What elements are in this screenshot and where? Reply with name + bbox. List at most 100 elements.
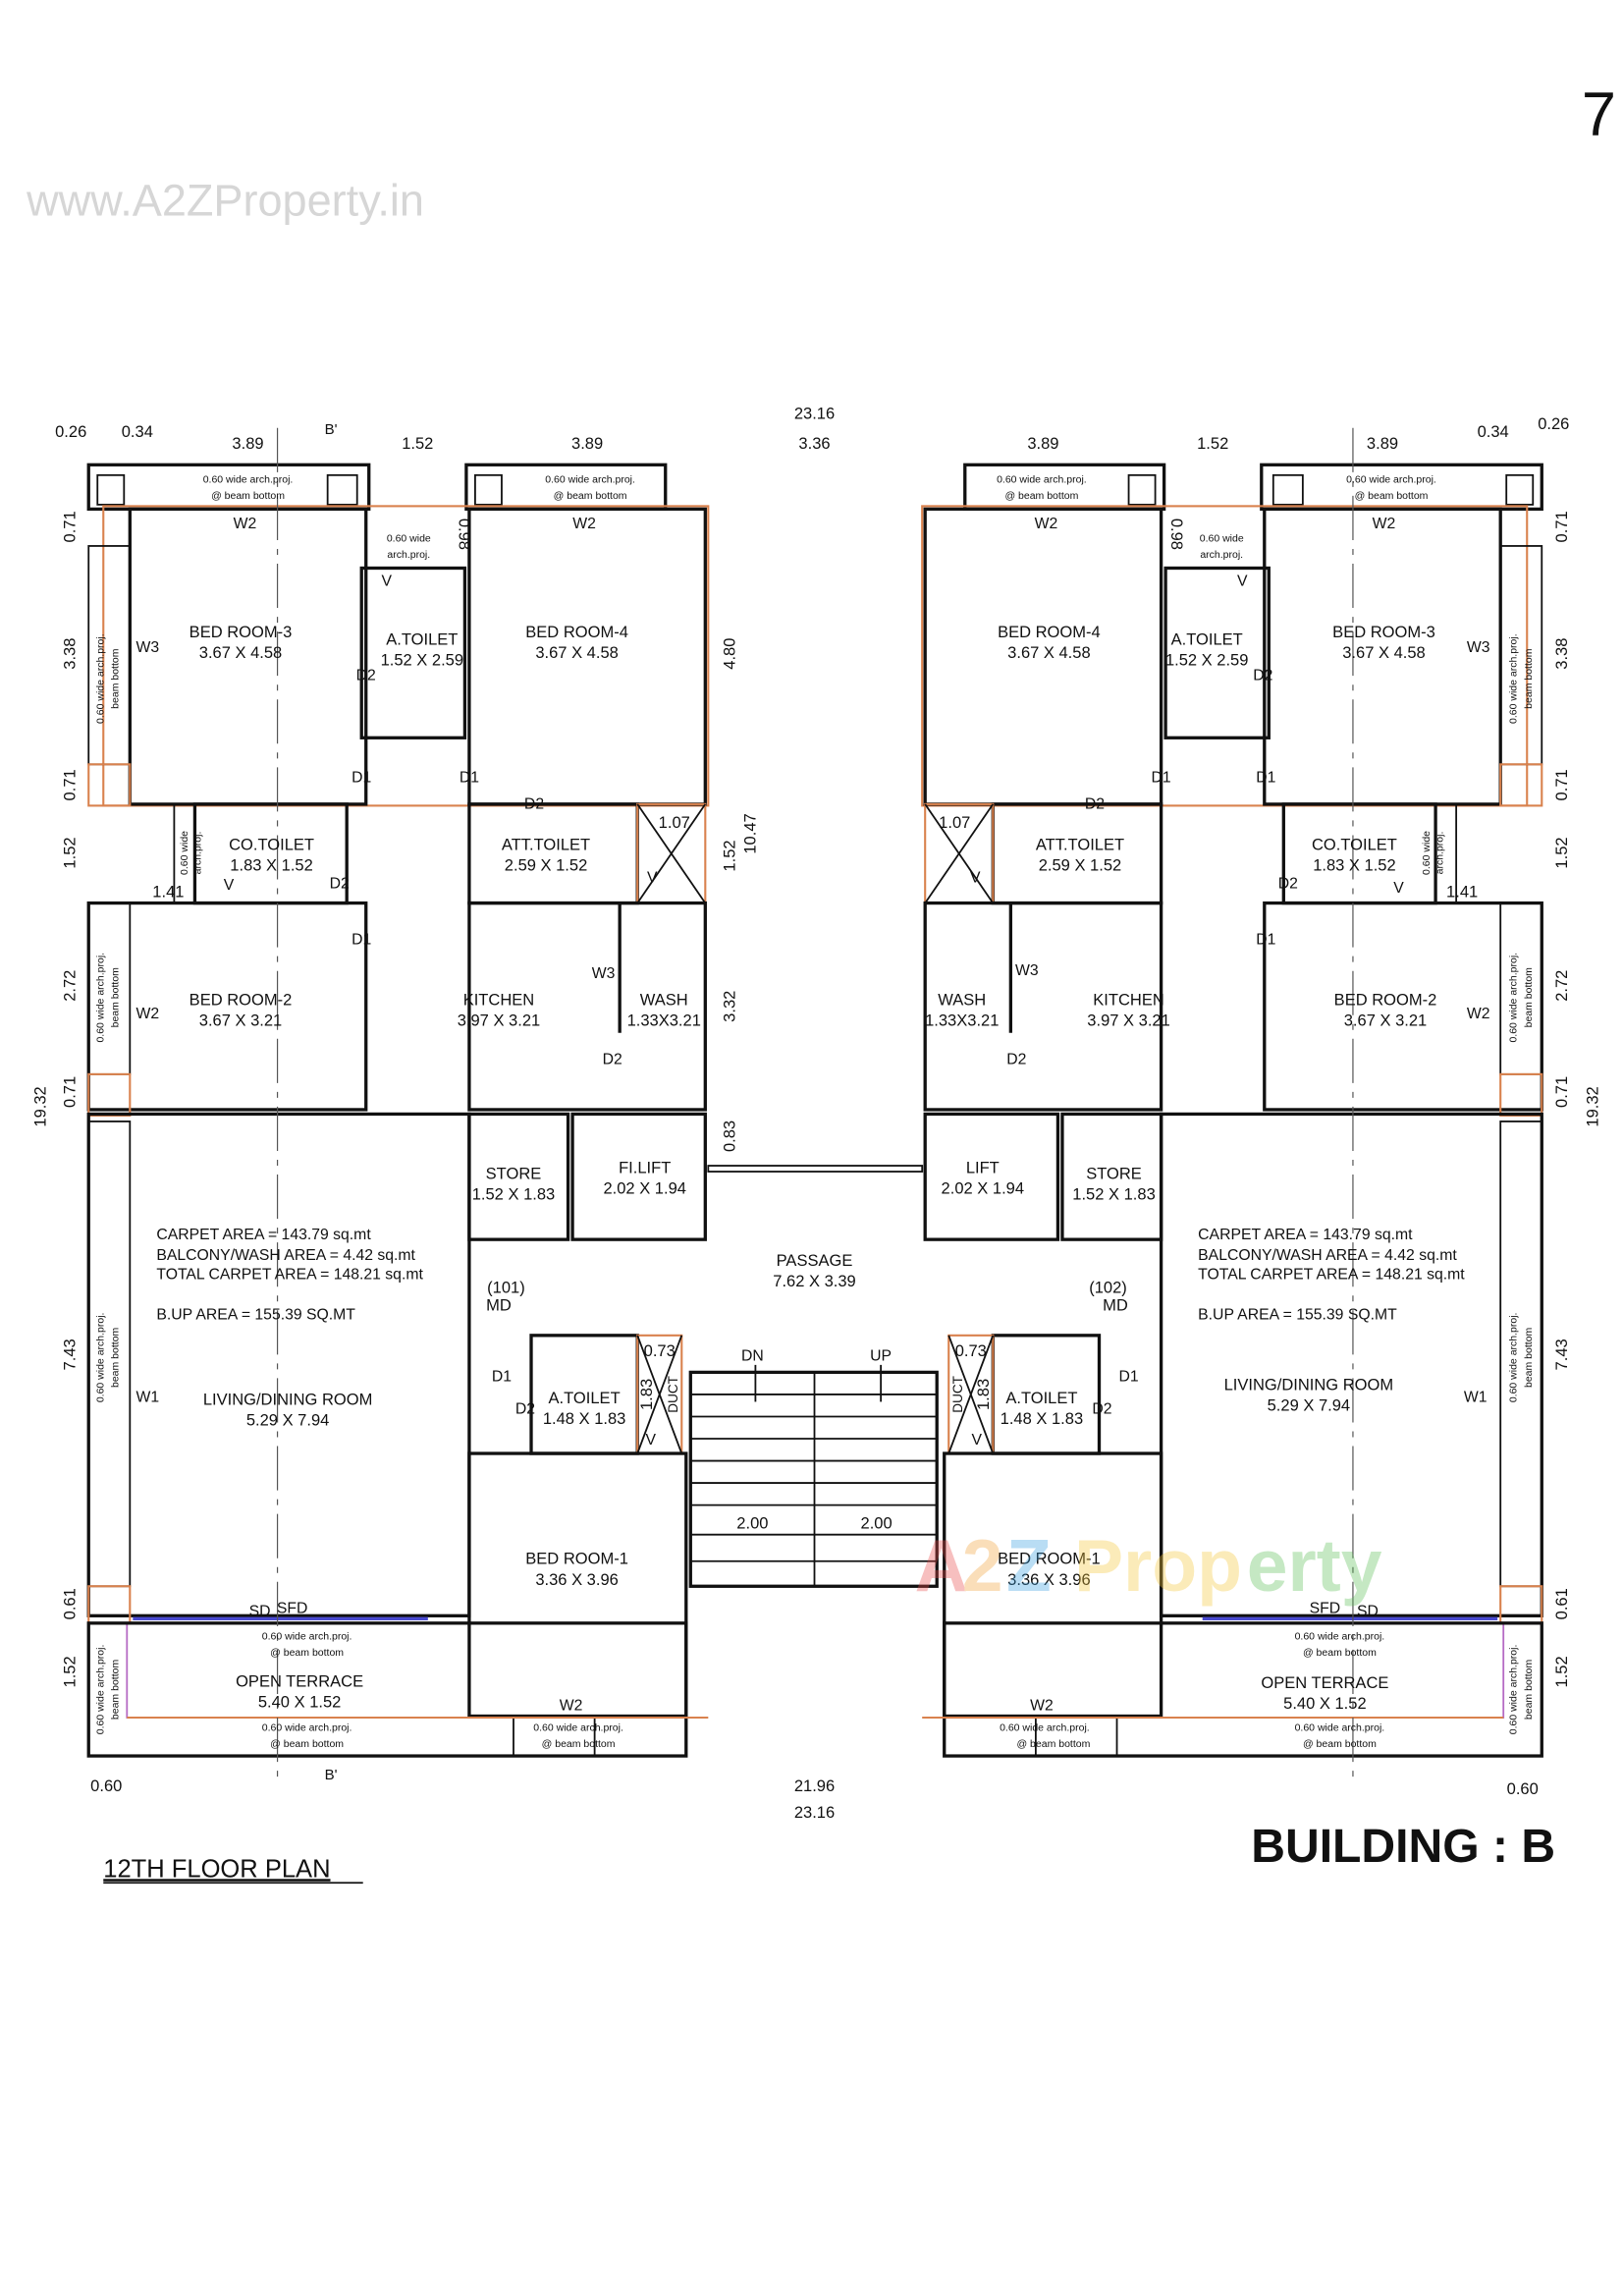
svg-text:0.71: 0.71 xyxy=(61,511,80,542)
center-dimensions: 4.80 10.47 1.52 3.32 0.83 1.07 1.07 0.98… xyxy=(152,519,1478,1533)
svg-text:0.60 wide: 0.60 wide xyxy=(1421,831,1433,875)
svg-text:3.89: 3.89 xyxy=(232,434,263,453)
svg-text:STORE: STORE xyxy=(1086,1165,1142,1183)
room-store: STORE xyxy=(486,1165,542,1183)
svg-text:3.89: 3.89 xyxy=(571,434,603,453)
room-cotoilet: CO.TOILET xyxy=(229,835,314,853)
a2z-logo: A 2 Z Prop erty xyxy=(915,1524,1382,1607)
svg-text:3.67 X 4.58: 3.67 X 4.58 xyxy=(1007,643,1090,662)
svg-text:0.83: 0.83 xyxy=(720,1121,738,1152)
svg-text:0.60 wide arch.proj.: 0.60 wide arch.proj. xyxy=(94,1645,106,1735)
svg-text:@ beam bottom: @ beam bottom xyxy=(270,1647,344,1659)
svg-text:5.40 X 1.52: 5.40 X 1.52 xyxy=(258,1692,341,1711)
svg-text:BED ROOM-2: BED ROOM-2 xyxy=(1334,990,1437,1009)
svg-text:DN: DN xyxy=(741,1347,764,1364)
svg-text:SFD: SFD xyxy=(277,1600,308,1616)
svg-text:2.59 X 1.52: 2.59 X 1.52 xyxy=(505,856,587,875)
svg-text:0.60 wide: 0.60 wide xyxy=(387,532,431,544)
svg-text:0.60: 0.60 xyxy=(90,1777,122,1795)
svg-text:D2: D2 xyxy=(1085,795,1105,812)
svg-text:2.02 X 1.94: 2.02 X 1.94 xyxy=(942,1179,1024,1198)
svg-text:W2: W2 xyxy=(234,516,257,532)
svg-text:0.98: 0.98 xyxy=(1167,519,1186,550)
right-dimensions: 0.71 3.38 0.71 1.52 2.72 0.71 19.32 7.43… xyxy=(1552,511,1602,1687)
svg-text:0.26: 0.26 xyxy=(55,422,86,441)
svg-text:2.72: 2.72 xyxy=(1552,970,1571,1002)
svg-text:1.33X3.21: 1.33X3.21 xyxy=(627,1011,701,1029)
svg-text:1.83 X 1.52: 1.83 X 1.52 xyxy=(1313,856,1395,875)
svg-text:0.60 wide arch.proj.: 0.60 wide arch.proj. xyxy=(262,1722,352,1734)
svg-text:W2: W2 xyxy=(136,1006,160,1022)
svg-text:4.80: 4.80 xyxy=(720,638,738,670)
svg-text:0.60 wide arch.proj.: 0.60 wide arch.proj. xyxy=(1000,1722,1090,1734)
svg-text:LIVING/DINING ROOM: LIVING/DINING ROOM xyxy=(1224,1375,1394,1394)
svg-text:TOTAL CARPET AREA = 148.21 sq.: TOTAL CARPET AREA = 148.21 sq.mt xyxy=(1198,1267,1465,1284)
svg-text:@ beam bottom: @ beam bottom xyxy=(270,1738,344,1750)
svg-text:1.52: 1.52 xyxy=(402,434,433,453)
svg-text:3.89: 3.89 xyxy=(1027,434,1058,453)
svg-text:D1: D1 xyxy=(492,1368,512,1385)
svg-text:0.60 wide arch.proj.: 0.60 wide arch.proj. xyxy=(1295,1630,1385,1642)
svg-text:1.83: 1.83 xyxy=(974,1379,993,1410)
svg-text:0.71: 0.71 xyxy=(1552,769,1571,800)
svg-text:ATT.TOILET: ATT.TOILET xyxy=(1036,835,1124,853)
svg-text:CARPET AREA = 143.79 sq.mt: CARPET AREA = 143.79 sq.mt xyxy=(156,1227,371,1243)
svg-text:@ beam bottom: @ beam bottom xyxy=(1016,1738,1090,1750)
svg-text:W2: W2 xyxy=(560,1697,583,1714)
svg-text:beam bottom: beam bottom xyxy=(109,648,121,709)
svg-text:D1: D1 xyxy=(352,932,371,949)
svg-text:D2: D2 xyxy=(1278,876,1298,893)
svg-text:beam bottom: beam bottom xyxy=(1523,648,1535,709)
svg-text:3.36 X 3.96: 3.36 X 3.96 xyxy=(1007,1570,1090,1589)
projection-notes: 0.60 wide arch.proj. @ beam bottom 0.60 w… xyxy=(94,473,1534,1750)
svg-text:0.60 wide: 0.60 wide xyxy=(1200,532,1244,544)
svg-text:MD: MD xyxy=(1103,1295,1128,1314)
unit-walls xyxy=(86,427,710,1778)
svg-text:beam bottom: beam bottom xyxy=(1523,967,1535,1028)
svg-text:19.32: 19.32 xyxy=(31,1086,50,1126)
svg-text:1.52: 1.52 xyxy=(1197,434,1228,453)
svg-text:erty: erty xyxy=(1247,1524,1382,1607)
svg-text:CO.TOILET: CO.TOILET xyxy=(1312,835,1397,853)
svg-text:2.02 X 1.94: 2.02 X 1.94 xyxy=(603,1179,685,1198)
building-label: BUILDING : B xyxy=(1251,1820,1555,1873)
svg-text:1.52: 1.52 xyxy=(61,1656,80,1687)
svg-text:B.UP AREA = 155.39 SQ.MT: B.UP AREA = 155.39 SQ.MT xyxy=(156,1306,355,1323)
svg-text:0.73: 0.73 xyxy=(955,1341,987,1360)
room-living: LIVING/DINING ROOM xyxy=(203,1390,373,1408)
svg-text:beam bottom: beam bottom xyxy=(1523,1327,1535,1388)
svg-text:0.60 wide arch.proj.: 0.60 wide arch.proj. xyxy=(997,473,1087,485)
room-kitchen: KITCHEN xyxy=(463,990,535,1009)
svg-text:3.38: 3.38 xyxy=(1552,638,1571,670)
svg-text:MD: MD xyxy=(486,1295,512,1314)
svg-text:0.60 wide arch.proj.: 0.60 wide arch.proj. xyxy=(262,1630,352,1642)
svg-text:0.60 wide: 0.60 wide xyxy=(179,831,190,875)
svg-text:0.60 wide arch.proj.: 0.60 wide arch.proj. xyxy=(1508,1645,1520,1735)
svg-text:7.62 X 3.39: 7.62 X 3.39 xyxy=(773,1272,855,1290)
svg-text:3.89: 3.89 xyxy=(1367,434,1398,453)
room-passage: PASSAGE xyxy=(777,1251,853,1270)
svg-text:7.43: 7.43 xyxy=(61,1339,80,1370)
svg-text:0.61: 0.61 xyxy=(1552,1588,1571,1619)
svg-text:0.60 wide arch.proj.: 0.60 wide arch.proj. xyxy=(533,1722,623,1734)
svg-text:D2: D2 xyxy=(603,1051,622,1067)
svg-text:beam bottom: beam bottom xyxy=(109,967,121,1028)
svg-text:D2: D2 xyxy=(330,876,350,893)
room-lift: LIFT xyxy=(966,1159,1000,1177)
svg-text:0.60 wide arch.proj.: 0.60 wide arch.proj. xyxy=(1508,633,1520,724)
svg-text:W2: W2 xyxy=(572,516,596,532)
svg-text:@ beam bottom: @ beam bottom xyxy=(554,490,627,502)
svg-text:BED ROOM-3: BED ROOM-3 xyxy=(1332,623,1435,641)
svg-text:0.71: 0.71 xyxy=(1552,511,1571,542)
svg-text:D1: D1 xyxy=(1256,769,1275,786)
svg-text:23.16: 23.16 xyxy=(794,1803,835,1822)
svg-text:2.00: 2.00 xyxy=(736,1514,768,1533)
svg-text:2: 2 xyxy=(962,1524,1003,1607)
svg-text:@ beam bottom: @ beam bottom xyxy=(1355,490,1429,502)
svg-text:@ beam bottom: @ beam bottom xyxy=(1303,1738,1377,1750)
room-bed1: BED ROOM-1 xyxy=(525,1550,628,1568)
svg-text:3.67 X 4.58: 3.67 X 4.58 xyxy=(1342,643,1425,662)
svg-text:0.26: 0.26 xyxy=(1538,414,1569,433)
